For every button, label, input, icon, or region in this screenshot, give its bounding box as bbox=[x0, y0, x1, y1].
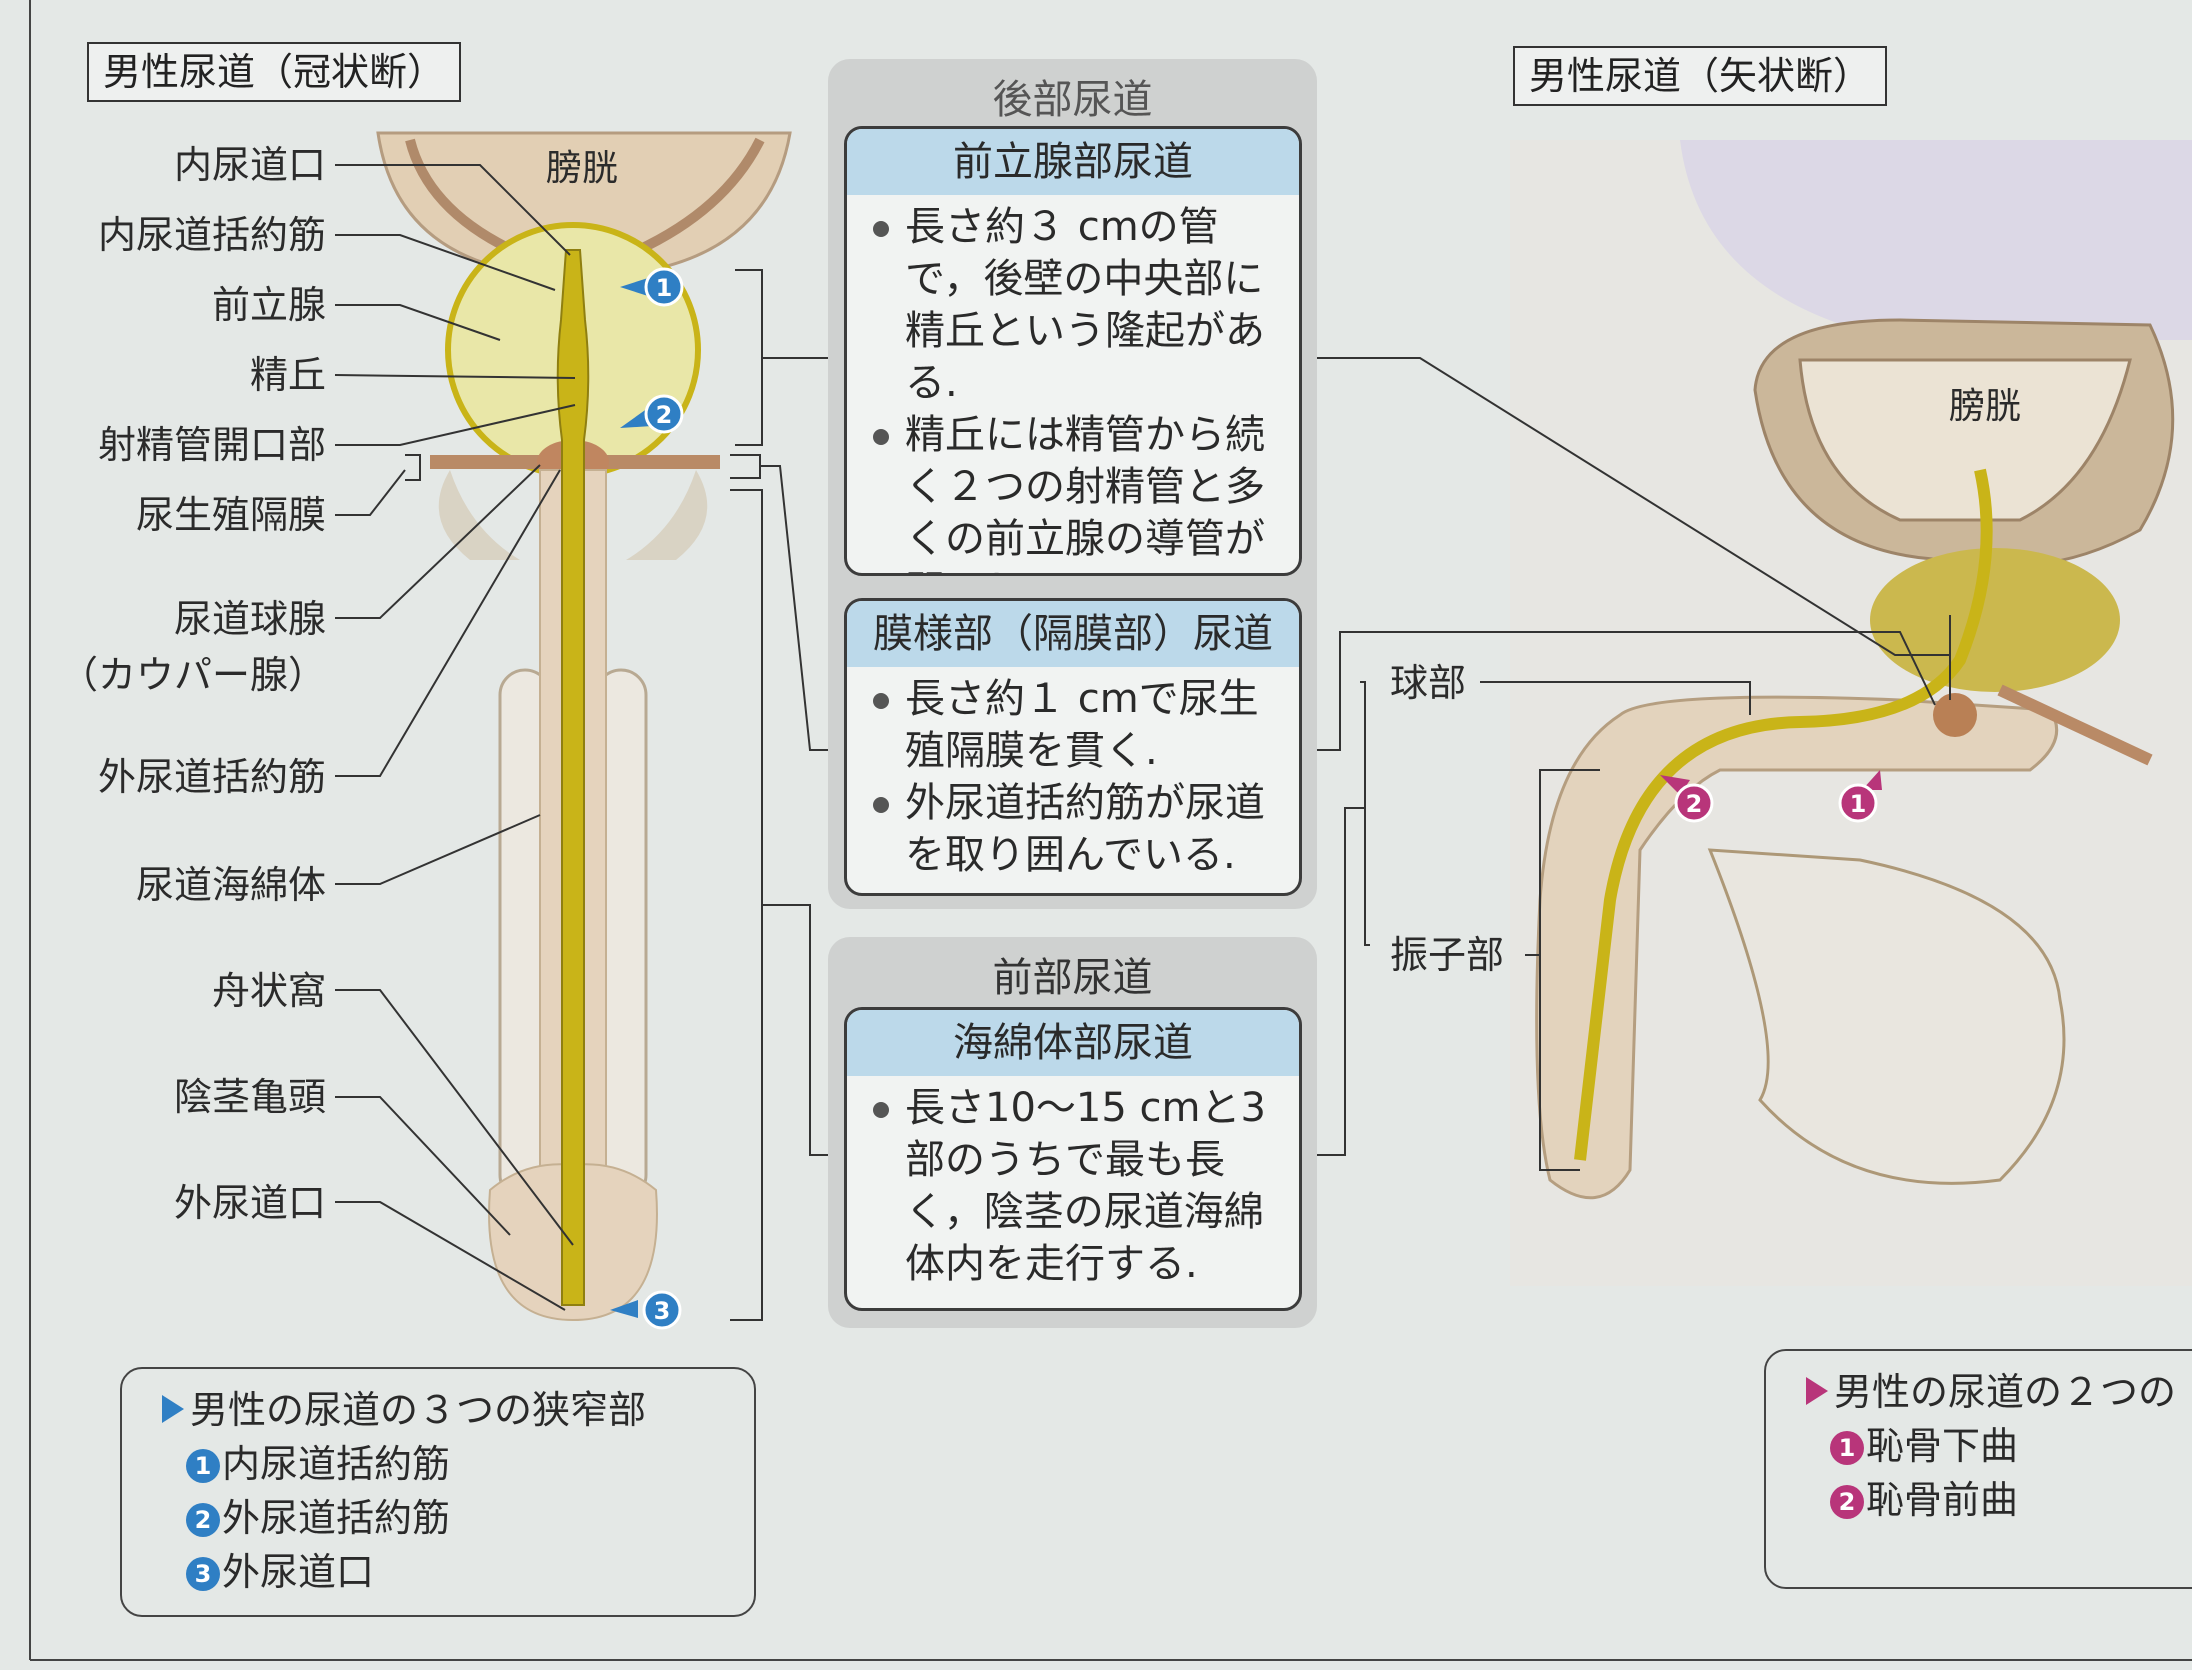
summary-heading: 男性の尿道の２つの bbox=[1834, 1370, 2177, 1414]
num-2-icon: 2 bbox=[186, 1503, 220, 1537]
prostatic-urethra-heading: 前立腺部尿道 bbox=[847, 129, 1299, 195]
sagittal-title: 男性尿道（矢状断） bbox=[1513, 46, 1888, 106]
label-external-orifice: 外尿道口 bbox=[174, 1181, 326, 1225]
num-1-icon: 1 bbox=[1830, 1431, 1864, 1465]
triangle-icon bbox=[162, 1395, 184, 1423]
label-cowper-gland: （カウパー腺） bbox=[60, 653, 326, 697]
summary-item: 恥骨前曲 bbox=[1866, 1478, 2019, 1522]
marker-3-icon: 3 bbox=[610, 1290, 682, 1330]
coronal-diagram: 1 2 3 膀胱 内尿道口 内尿道括約筋 前立腺 精丘 射精管開口部 尿生殖隔膜… bbox=[60, 131, 844, 1330]
label-glans: 陰茎亀頭 bbox=[174, 1075, 326, 1119]
label-navicular-fossa: 舟状窩 bbox=[212, 969, 326, 1013]
bullet: 外尿道括約筋が尿道を取り囲んでいる. bbox=[867, 777, 1289, 881]
sagittal-marker-2-icon: 2 bbox=[1660, 775, 1714, 823]
label-internal-sphincter: 内尿道括約筋 bbox=[98, 213, 326, 257]
spongy-urethra-heading: 海綿体部尿道 bbox=[847, 1010, 1299, 1076]
membranous-urethra-heading: 膜様部（隔膜部）尿道 bbox=[847, 601, 1299, 667]
num-3-icon: 3 bbox=[186, 1557, 220, 1591]
prostatic-urethra-box: 前立腺部尿道 長さ約３ cmの管で，後壁の中央部に精丘という隆起がある. 精丘に… bbox=[844, 126, 1302, 576]
label-bulbous: 球部 bbox=[1390, 661, 1466, 705]
label-prostate: 前立腺 bbox=[212, 283, 326, 327]
marker-1-icon: 1 bbox=[620, 267, 684, 307]
svg-text:1: 1 bbox=[656, 274, 673, 302]
summary-item: 外尿道括約筋 bbox=[222, 1496, 451, 1540]
label-corpus-spongiosum: 尿道海綿体 bbox=[136, 863, 326, 907]
anterior-urethra-title: 前部尿道 bbox=[992, 955, 1153, 1001]
bullet: 長さ約３ cmの管で，後壁の中央部に精丘という隆起がある. bbox=[867, 201, 1289, 409]
svg-text:3: 3 bbox=[654, 1297, 671, 1325]
num-2-icon: 2 bbox=[1830, 1485, 1864, 1519]
bullet: 長さ10〜15 cmと3部のうちで最も長く，陰茎の尿道海綿体内を走行する. bbox=[867, 1082, 1289, 1290]
summary-item: 外尿道口 bbox=[222, 1550, 375, 1594]
label-colliculus: 精丘 bbox=[250, 353, 326, 397]
bullet: 精丘には精管から続く２つの射精管と多くの前立腺の導管が開口している. bbox=[867, 409, 1289, 573]
summary-heading: 男性の尿道の３つの狭窄部 bbox=[190, 1388, 647, 1432]
bladder-label: 膀胱 bbox=[546, 148, 618, 189]
triangle-icon bbox=[1806, 1377, 1828, 1405]
label-bulbourethral-gland: 尿道球腺 bbox=[174, 597, 326, 641]
sagittal-bladder-label: 膀胱 bbox=[1949, 386, 2021, 427]
svg-text:2: 2 bbox=[1686, 790, 1703, 818]
label-external-sphincter: 外尿道括約筋 bbox=[98, 755, 326, 799]
sagittal-diagram: 1 2 膀胱 球部 振子部 bbox=[1317, 140, 2192, 1286]
summary-item: 内尿道括約筋 bbox=[222, 1442, 451, 1486]
posterior-urethra-title: 後部尿道 bbox=[992, 77, 1153, 123]
svg-text:2: 2 bbox=[656, 401, 673, 429]
label-pendulous: 振子部 bbox=[1390, 933, 1504, 977]
label-internal-urethral-orifice: 内尿道口 bbox=[174, 143, 326, 187]
label-urogenital-diaphragm: 尿生殖隔膜 bbox=[136, 493, 326, 537]
bullet: 長さ約１ cmで尿生殖隔膜を貫く. bbox=[867, 673, 1289, 777]
label-ejaculatory-opening: 射精管開口部 bbox=[98, 423, 326, 467]
sagittal-marker-1-icon: 1 bbox=[1838, 770, 1882, 823]
svg-text:1: 1 bbox=[1850, 790, 1867, 818]
spongy-urethra-box: 海綿体部尿道 長さ10〜15 cmと3部のうちで最も長く，陰茎の尿道海綿体内を走… bbox=[844, 1007, 1302, 1311]
summary-item: 恥骨下曲 bbox=[1866, 1424, 2019, 1468]
marker-2-icon: 2 bbox=[620, 394, 684, 434]
membranous-urethra-box: 膜様部（隔膜部）尿道 長さ約１ cmで尿生殖隔膜を貫く. 外尿道括約筋が尿道を取… bbox=[844, 598, 1302, 896]
coronal-title: 男性尿道（冠状断） bbox=[87, 42, 462, 102]
num-1-icon: 1 bbox=[186, 1449, 220, 1483]
